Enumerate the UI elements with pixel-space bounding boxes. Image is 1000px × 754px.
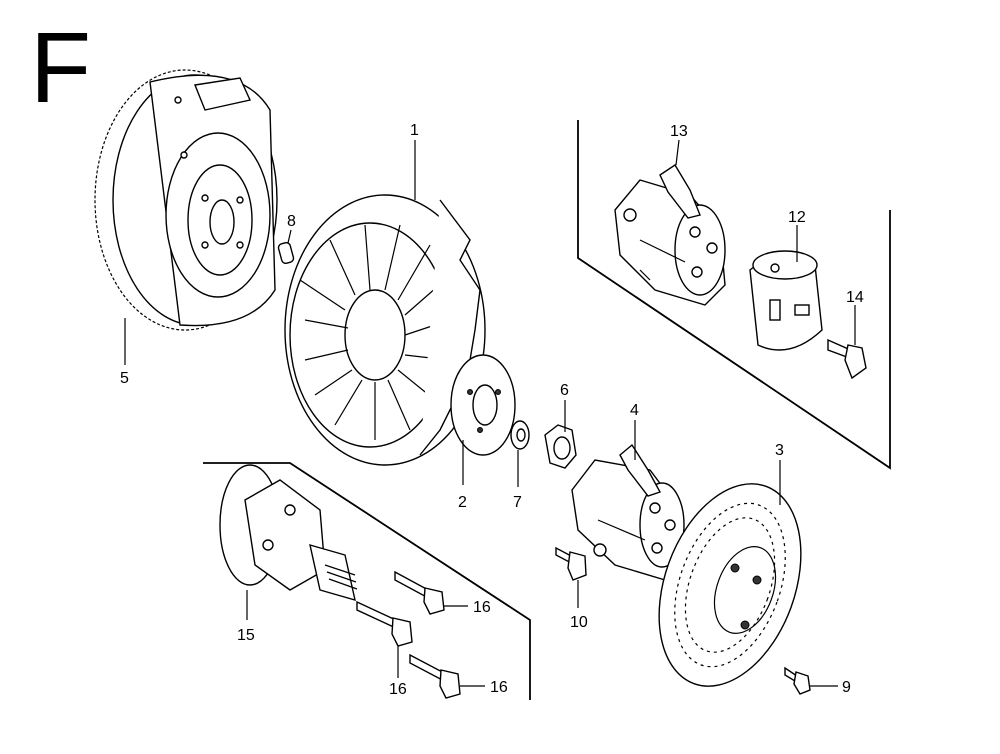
starter-pulley-part-13 [614, 164, 726, 306]
flywheel-part-5 [94, 69, 278, 331]
callout-7: 7 [513, 494, 522, 511]
section-letter: F [30, 12, 92, 124]
bolt-part-10 [555, 546, 587, 581]
callout-5: 5 [120, 370, 129, 387]
callout-16-b: 16 [389, 681, 407, 698]
starter-pulley-part-4 [571, 443, 689, 581]
bolt-part-16-c [409, 653, 461, 699]
bolt-part-16-b [356, 600, 413, 647]
washer-part-7 [510, 420, 530, 450]
bolt-part-16-a [394, 570, 445, 615]
screen-grid-part-3 [658, 483, 802, 687]
inset-bracket-upper [577, 120, 891, 470]
callout-3: 3 [775, 442, 784, 459]
callout-4: 4 [630, 402, 639, 419]
callout-labels: 1 2 3 4 5 6 7 8 9 10 12 13 14 15 16 16 1… [120, 122, 864, 698]
callout-15: 15 [237, 627, 255, 644]
inset-bracket-lower [203, 462, 531, 700]
callout-10: 10 [570, 614, 588, 631]
callout-8: 8 [287, 213, 296, 230]
callout-14: 14 [846, 289, 864, 306]
key-part-8 [277, 241, 295, 265]
callout-16-c: 16 [490, 679, 508, 696]
callout-1: 1 [410, 122, 419, 139]
plate-part-2 [450, 354, 516, 456]
leader-lines [124, 139, 856, 687]
callout-16-a: 16 [473, 599, 491, 616]
nut-part-6 [544, 424, 577, 469]
callout-12: 12 [788, 209, 806, 226]
callout-6: 6 [560, 382, 569, 399]
bolt-part-14 [827, 338, 867, 380]
starter-hub-part-15 [219, 464, 358, 601]
callout-9: 9 [842, 679, 851, 696]
bolt-part-9 [784, 666, 811, 695]
cooling-fan-part-1 [284, 194, 486, 466]
callout-13: 13 [670, 123, 688, 140]
pulley-cup-part-12 [749, 250, 823, 351]
callout-2: 2 [458, 494, 467, 511]
